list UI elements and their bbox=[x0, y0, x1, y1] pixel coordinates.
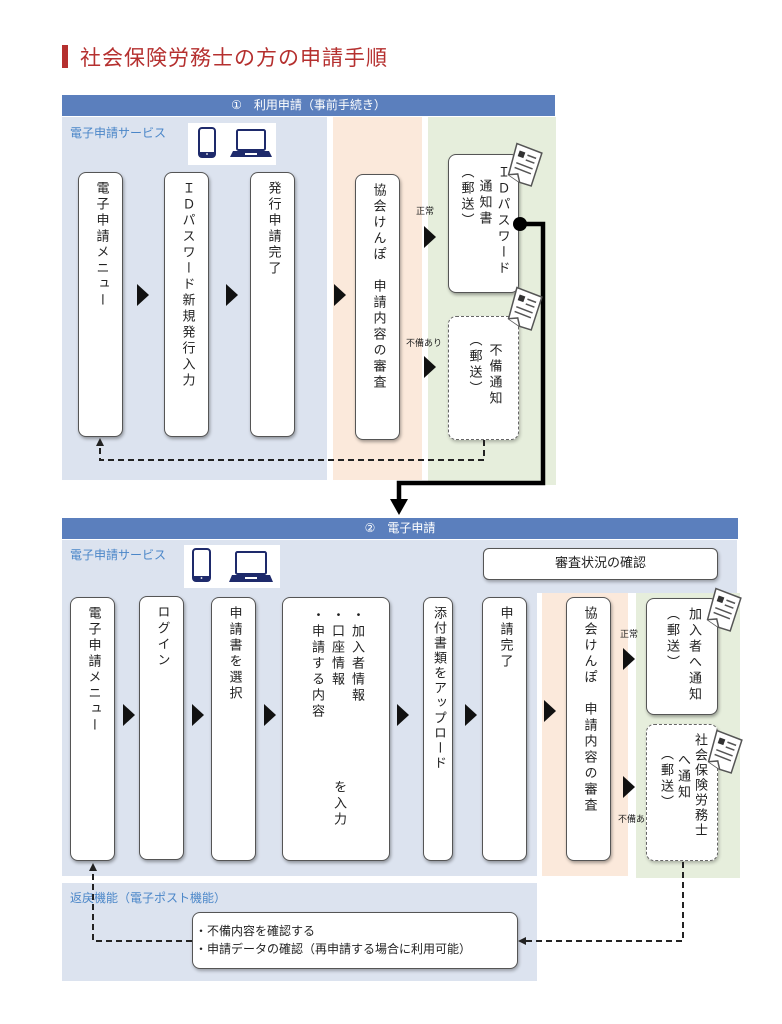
s2-input-suffix: を入力 bbox=[331, 780, 346, 828]
s2-input-item: ・申請する内容 bbox=[309, 608, 324, 720]
laptop-icon bbox=[230, 129, 272, 157]
s2-result-line: へ通知 bbox=[675, 753, 690, 801]
s1-branch-normal-label: 正常 bbox=[416, 207, 435, 217]
s1-review-label: 協会けんぽ 申請内容の審査 bbox=[370, 183, 386, 391]
s2-branch-deficient-label: 不備あり bbox=[618, 815, 655, 825]
return-function-label: 返戻機能（電子ポスト機能） bbox=[70, 891, 227, 905]
s2-result-line: （郵送） bbox=[664, 607, 679, 671]
s1-result-line: 通知書 bbox=[476, 179, 492, 227]
s2-step-label: 添付書類をアップロード bbox=[431, 606, 446, 771]
s2-result-member-notice: 加入者へ通知 （郵送） bbox=[646, 598, 718, 715]
section2-header: ② 電子申請 bbox=[62, 518, 738, 539]
laptop-icon bbox=[229, 551, 273, 582]
s2-step-label: 申請書を選択 bbox=[226, 606, 242, 702]
document-icon bbox=[705, 587, 743, 633]
s2-result-sharoushi-notice: 社会保険労務士 へ通知 （郵送） bbox=[646, 724, 718, 861]
section2-device-icons bbox=[184, 545, 280, 588]
section2-service-label: 電子申請サービス bbox=[70, 548, 167, 562]
s2-branch-normal-label: 正常 bbox=[620, 630, 639, 640]
s1-step-issue-complete: 発行申請完了 bbox=[250, 172, 295, 437]
s1-step-label: ＩＤパスワード新規発行入力 bbox=[179, 181, 195, 389]
s1-result-deficiency-notice: 不備通知 （郵送） bbox=[448, 316, 519, 440]
s2-step-select-form[interactable]: 申請書を選択 bbox=[211, 597, 256, 861]
arrow-right-icon bbox=[192, 704, 204, 726]
return-item: ・申請データの確認（再申請する場合に利用可能） bbox=[195, 942, 472, 956]
arrow-right-icon bbox=[226, 284, 238, 306]
section1-service-label: 電子申請サービス bbox=[70, 126, 167, 140]
return-function-box[interactable]: ・不備内容を確認する ・申請データの確認（再申請する場合に利用可能） bbox=[192, 912, 518, 969]
s1-kyokai-review: 協会けんぽ 申請内容の審査 bbox=[355, 174, 400, 440]
s2-result-line: 加入者へ通知 bbox=[686, 607, 701, 703]
s1-to-s2-connector bbox=[390, 217, 546, 515]
arrow-right-icon bbox=[334, 284, 346, 306]
s2-result-line: 社会保険労務士 bbox=[692, 733, 707, 838]
s2-step-e-application-menu: 電子申請メニュー bbox=[70, 597, 115, 861]
s1-branch-deficient-label: 不備あり bbox=[406, 339, 443, 349]
smartphone-icon bbox=[192, 548, 211, 582]
s2-input-item: ・加入者情報 bbox=[349, 608, 364, 704]
s1-result-line: 不備通知 bbox=[486, 343, 502, 407]
arrow-right-icon bbox=[123, 704, 135, 726]
arrow-right-icon bbox=[137, 284, 149, 306]
s2-step-login[interactable]: ログイン bbox=[139, 596, 184, 860]
s2-step-label: 電子申請メニュー bbox=[85, 606, 101, 734]
s2-dashed-return-line bbox=[89, 862, 684, 945]
s1-step-label: 発行申請完了 bbox=[265, 181, 281, 277]
s1-step-id-password-input: ＩＤパスワード新規発行入力 bbox=[164, 172, 209, 437]
arrow-right-icon bbox=[397, 704, 409, 726]
s1-result-line: （郵送） bbox=[458, 165, 474, 229]
s2-step-label: 申請完了 bbox=[497, 606, 513, 670]
arrow-right-icon bbox=[544, 700, 556, 722]
page-title: 社会保険労務士の方の申請手順 bbox=[80, 46, 388, 70]
s2-step-input-info[interactable]: ・加入者情報 ・口座情報 ・申請する内容 bbox=[282, 597, 390, 861]
section1-header: ① 利用申請（事前手続き） bbox=[62, 95, 555, 116]
smartphone-icon bbox=[198, 127, 216, 158]
review-status-button[interactable]: 審査状況の確認 bbox=[483, 548, 718, 580]
s1-result-line: （郵送） bbox=[466, 333, 482, 397]
arrow-right-icon bbox=[424, 226, 436, 248]
arrow-right-icon bbox=[264, 704, 276, 726]
document-icon bbox=[706, 729, 744, 775]
arrow-right-icon bbox=[424, 356, 436, 378]
arrow-right-icon bbox=[623, 776, 635, 798]
s1-step-label: 電子申請メニュー bbox=[93, 181, 109, 309]
s2-review-label: 協会けんぽ 申請内容の審査 bbox=[581, 606, 597, 814]
return-item: ・不備内容を確認する bbox=[195, 924, 316, 938]
document-icon bbox=[506, 286, 544, 332]
title-accent-bar bbox=[62, 45, 68, 68]
document-icon bbox=[506, 142, 544, 188]
s2-step-label: ログイン bbox=[154, 605, 170, 669]
arrow-right-icon bbox=[623, 648, 635, 670]
s2-kyokai-review: 協会けんぽ 申請内容の審査 bbox=[566, 597, 611, 861]
s1-dashed-return-line bbox=[96, 438, 485, 461]
arrow-right-icon bbox=[465, 704, 477, 726]
s1-result-line: ＩＤパスワード bbox=[494, 165, 510, 277]
s2-input-item: ・口座情報 bbox=[329, 608, 344, 688]
s1-result-id-notice: ＩＤパスワード 通知書 （郵送） bbox=[448, 154, 519, 293]
s1-step-e-application-menu: 電子申請メニュー bbox=[78, 172, 123, 437]
s2-step-submission-complete: 申請完了 bbox=[482, 597, 527, 861]
section1-device-icons bbox=[188, 123, 276, 165]
s2-result-line: （郵送） bbox=[658, 747, 673, 811]
s2-step-upload-attachments[interactable]: 添付書類をアップロード bbox=[423, 597, 453, 861]
